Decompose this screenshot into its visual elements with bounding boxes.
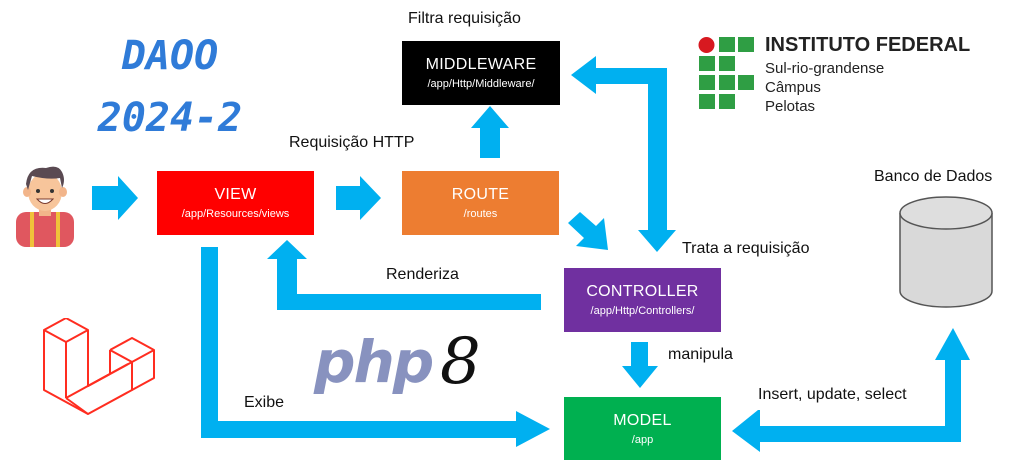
label-filtra: Filtra requisição [408, 10, 521, 27]
label-exibe: Exibe [244, 394, 285, 411]
label-insert-update-select: Insert, update, select [758, 386, 907, 403]
arrow-route-to-controller [568, 212, 608, 250]
arrow-manipula [622, 342, 658, 388]
label-trata: Trata a requisição [682, 240, 810, 257]
middleware-name: MIDDLEWARE [425, 56, 537, 73]
php-version-8: 8 [440, 325, 481, 399]
arrow-insert-update-select [732, 328, 970, 452]
institute-line-3: Câmpus [765, 79, 821, 96]
laravel-logo-icon [43, 318, 155, 415]
if-logo-icon [698, 36, 758, 116]
box-model[interactable]: MODEL /app [564, 397, 721, 460]
arrow-exibe [201, 247, 550, 447]
arrow-controller-middleware-loop [571, 56, 676, 252]
arrow-route-to-middleware [471, 106, 509, 158]
model-name: MODEL [613, 411, 672, 429]
label-requisicao-http: Requisição HTTP [289, 134, 415, 151]
route-name: ROUTE [451, 186, 510, 203]
view-path: /app/Resources/views [181, 208, 290, 220]
arrow-user-to-view [92, 176, 138, 220]
title-line-2: 2024-2 [97, 95, 243, 141]
model-path: /app [631, 433, 654, 446]
box-view[interactable]: VIEW /app/Resources/views [157, 171, 314, 235]
controller-name: CONTROLLER [586, 283, 699, 300]
route-path: /routes [463, 208, 498, 220]
database-icon [899, 196, 993, 308]
box-route[interactable]: ROUTE /routes [402, 171, 559, 235]
box-middleware[interactable]: MIDDLEWARE /app/Http/Middleware/ [402, 41, 560, 105]
view-name: VIEW [214, 186, 257, 203]
institute-line-2: Sul-rio-grandense [765, 60, 885, 77]
label-renderiza: Renderiza [386, 266, 459, 283]
institute-name: INSTITUTO FEDERAL [765, 34, 971, 56]
php-logo: php [314, 328, 434, 396]
institute-line-4: Pelotas [765, 98, 816, 115]
middleware-path: /app/Http/Middleware/ [427, 78, 535, 90]
box-controller[interactable]: CONTROLLER /app/Http/Controllers/ [564, 268, 721, 332]
user-avatar [10, 162, 80, 247]
label-banco-de-dados: Banco de Dados [874, 168, 993, 185]
controller-path: /app/Http/Controllers/ [590, 305, 695, 317]
arrow-view-to-route [336, 176, 381, 220]
user-icon [16, 166, 74, 247]
title-line-1: DAOO [121, 33, 219, 79]
arrow-renderiza [267, 240, 541, 310]
label-manipula: manipula [668, 346, 733, 363]
